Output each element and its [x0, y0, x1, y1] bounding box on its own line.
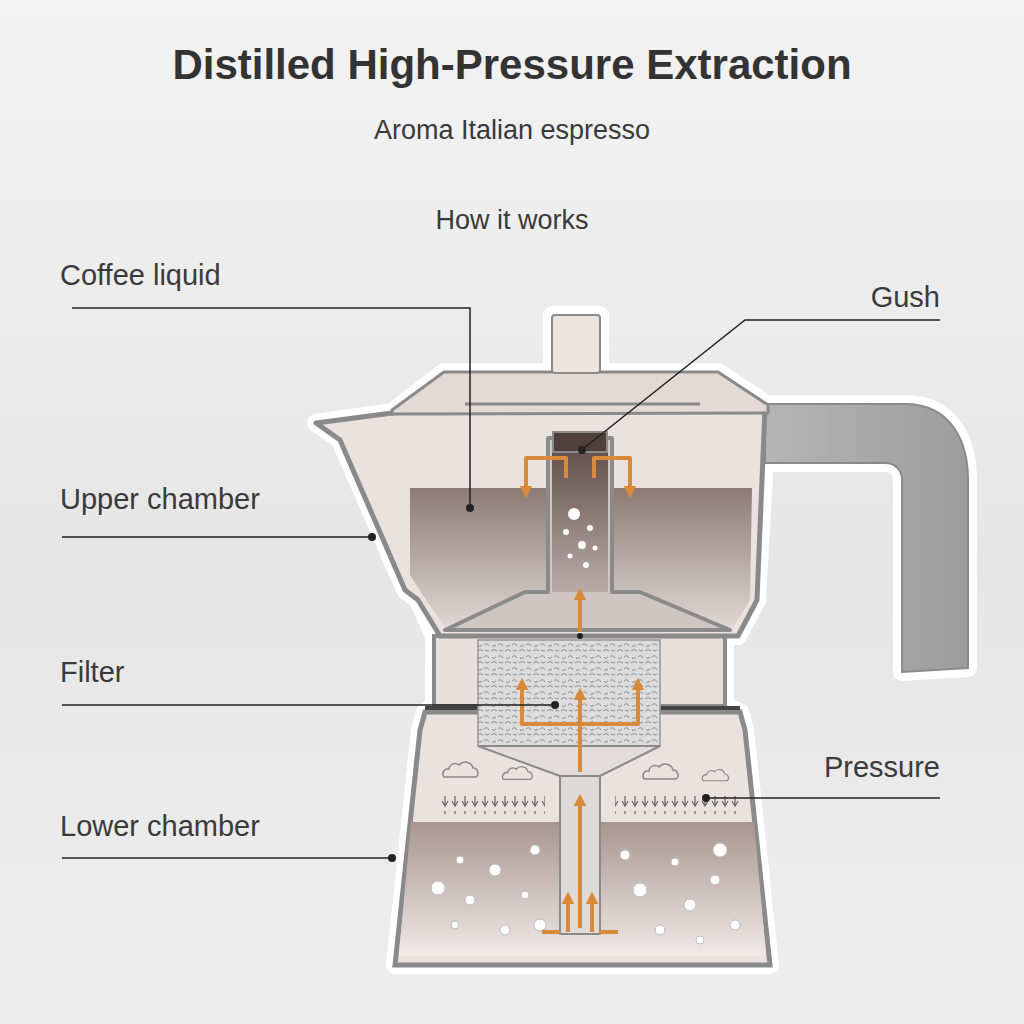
leader-dots: [368, 446, 710, 862]
upper-chamber: [552, 442, 608, 592]
lower-chamber: [560, 772, 600, 934]
lower-chamber: [534, 919, 546, 931]
lower-chamber: [395, 712, 770, 965]
lower-chamber: [395, 712, 770, 965]
lid: [392, 372, 768, 414]
leader-lines: [62, 308, 940, 858]
flow-arrows: [594, 458, 630, 492]
leader-lines: [62, 704, 553, 706]
upper-chamber: [568, 508, 580, 520]
upper-chamber: [316, 408, 765, 636]
lid: [552, 315, 600, 373]
lid: [465, 403, 700, 406]
part-label: Coffee liquid: [60, 258, 221, 293]
flow-arrows: [522, 458, 638, 932]
flow-arrows: [566, 898, 570, 932]
white-outline: [316, 315, 968, 965]
lower-chamber: [431, 881, 445, 895]
filter-collar: [425, 636, 740, 776]
lower-chamber: [684, 899, 696, 911]
part-label: Upper chamber: [60, 482, 260, 517]
lower-chamber: [702, 769, 728, 780]
part-label: Filter: [60, 655, 124, 690]
lower-chamber: [521, 891, 529, 899]
leader-lines: [62, 857, 390, 859]
lower-chamber: [620, 850, 630, 860]
leader-lines: [62, 536, 370, 538]
leader-lines: [708, 797, 940, 799]
leader-dots: [368, 533, 376, 541]
filter-collar: [478, 640, 660, 746]
handle: [765, 404, 968, 672]
lower-chamber: [456, 856, 464, 864]
upper-chamber: [583, 562, 589, 568]
lower-chamber: [633, 883, 647, 897]
upper-chamber: [316, 408, 765, 636]
filter-collar: [478, 746, 660, 776]
flow-arrows: [578, 800, 582, 928]
part-label: Pressure: [824, 750, 940, 785]
upper-chamber: [578, 541, 586, 549]
lower-chamber: [530, 845, 540, 855]
page-title: Distilled High-Pressure Extraction: [0, 40, 1024, 90]
leader-dots: [577, 633, 583, 639]
upper-chamber: [593, 546, 598, 551]
lid: [392, 315, 768, 414]
lower-chamber: [502, 767, 532, 780]
flow-arrows: [578, 694, 582, 772]
handle: [765, 404, 968, 672]
lower-chamber: [713, 843, 727, 857]
leader-lines: [72, 308, 470, 506]
lower-chamber: [730, 920, 740, 930]
flow-arrows: [590, 898, 594, 932]
subtitle: Aroma Italian espresso: [0, 114, 1024, 146]
flow-arrows: [578, 594, 582, 632]
upper-chamber: [445, 438, 730, 630]
flow-arrows: [522, 684, 580, 724]
lower-chamber: [443, 762, 478, 777]
leader-dots: [578, 446, 586, 454]
leader-dots: [466, 504, 474, 512]
lower-chamber: [710, 875, 720, 885]
flow-arrows: [580, 684, 638, 724]
upper-chamber: [563, 508, 598, 568]
part-label: Gush: [871, 280, 940, 315]
flow-arrows: [600, 930, 618, 934]
lower-chamber: [643, 764, 678, 779]
leader-dots: [551, 701, 559, 709]
leader-dots: [702, 794, 710, 802]
upper-chamber: [568, 554, 573, 559]
leader-lines: [584, 320, 940, 448]
leader-dots: [388, 854, 396, 862]
lower-chamber: [655, 925, 665, 935]
lower-chamber: [440, 796, 545, 814]
lower-chamber: [465, 895, 475, 905]
lower-chamber: [696, 936, 704, 944]
flow-arrows: [542, 930, 560, 934]
lower-chamber: [671, 858, 679, 866]
upper-chamber: [563, 529, 569, 535]
lower-chamber: [489, 864, 501, 876]
section-heading: How it works: [0, 204, 1024, 236]
white-outline: [316, 315, 770, 965]
lower-chamber: [451, 921, 459, 929]
flow-arrows: [526, 458, 566, 492]
white-outline: [765, 404, 968, 672]
part-label: Lower chamber: [60, 809, 260, 844]
lower-chamber: [500, 925, 510, 935]
upper-chamber: [587, 525, 593, 531]
